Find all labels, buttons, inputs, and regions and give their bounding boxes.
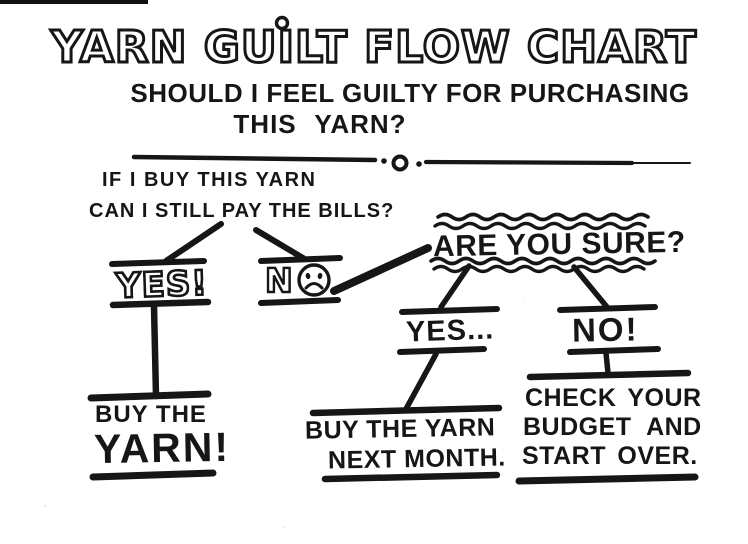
no-node-bottom-bar bbox=[258, 297, 341, 306]
connector-question-to-no bbox=[253, 227, 306, 261]
no2-node-top-bar bbox=[557, 304, 658, 313]
page-title: YARN GUILT FLOW CHART bbox=[50, 22, 698, 73]
buy-yarn-underline bbox=[89, 469, 217, 481]
connector-no-to-are-you-sure bbox=[330, 244, 432, 295]
connector-no2-to-budget bbox=[603, 350, 611, 376]
outcome-next-month-line2: NEXT MONTH. bbox=[327, 443, 506, 475]
sad-face-icon bbox=[296, 263, 331, 297]
connector-sure-to-yes2 bbox=[438, 263, 472, 310]
are-you-sure-wavy-top-1 bbox=[436, 212, 650, 222]
node-yes-primary: YES! bbox=[114, 262, 210, 308]
divider-line-right bbox=[423, 159, 635, 166]
connector-yes2-to-next-month bbox=[403, 351, 439, 412]
question-line2: CAN I STILL PAY THE BILLS? bbox=[89, 200, 395, 222]
divider-line-left bbox=[131, 154, 378, 163]
outcome-budget-line3: START OVER. bbox=[522, 442, 698, 470]
outcome-budget-line2: BUDGET AND bbox=[523, 413, 702, 441]
node-are-you-sure: ARE YOU SURE? bbox=[432, 225, 686, 264]
question-line1: IF I BUY THIS YARN bbox=[102, 169, 317, 191]
scan-edge-artifact bbox=[0, 0, 148, 4]
outcome-next-month-line1: BUY THE YARN bbox=[304, 413, 496, 445]
no2-node-bottom-bar bbox=[567, 346, 661, 355]
yes2-node-bottom-bar bbox=[397, 346, 487, 355]
budget-underline bbox=[515, 473, 699, 485]
node-no-primary: N bbox=[264, 260, 333, 300]
budget-top-bar bbox=[526, 369, 692, 381]
page-subtitle-line1: SHOULD I FEEL GUILTY FOR PURCHASING bbox=[130, 78, 690, 108]
divider-circle-ornament bbox=[391, 154, 409, 172]
outcome-buy-line1: BUY THE bbox=[95, 401, 207, 428]
buy-yarn-top-bar bbox=[87, 390, 212, 402]
node-no-secondary: NO! bbox=[571, 310, 639, 349]
are-you-sure-wavy-bottom-2 bbox=[432, 264, 646, 274]
next-month-top-bar bbox=[309, 404, 503, 417]
divider-dot-right bbox=[416, 161, 422, 167]
outcome-budget-line1: CHECK YOUR bbox=[525, 384, 702, 412]
next-month-underline bbox=[321, 471, 501, 483]
page-subtitle-line2: THIS YARN? bbox=[233, 109, 407, 139]
node-no-primary-letter: N bbox=[264, 260, 294, 300]
connector-sure-to-no2 bbox=[571, 264, 610, 310]
yes2-node-top-bar bbox=[399, 306, 500, 315]
divider-dot-left bbox=[381, 158, 387, 164]
connector-yes-to-buy bbox=[150, 302, 160, 400]
outcome-buy-line2: YARN! bbox=[93, 423, 231, 473]
connector-question-to-yes bbox=[163, 221, 224, 264]
node-yes-secondary: YES... bbox=[405, 313, 495, 349]
